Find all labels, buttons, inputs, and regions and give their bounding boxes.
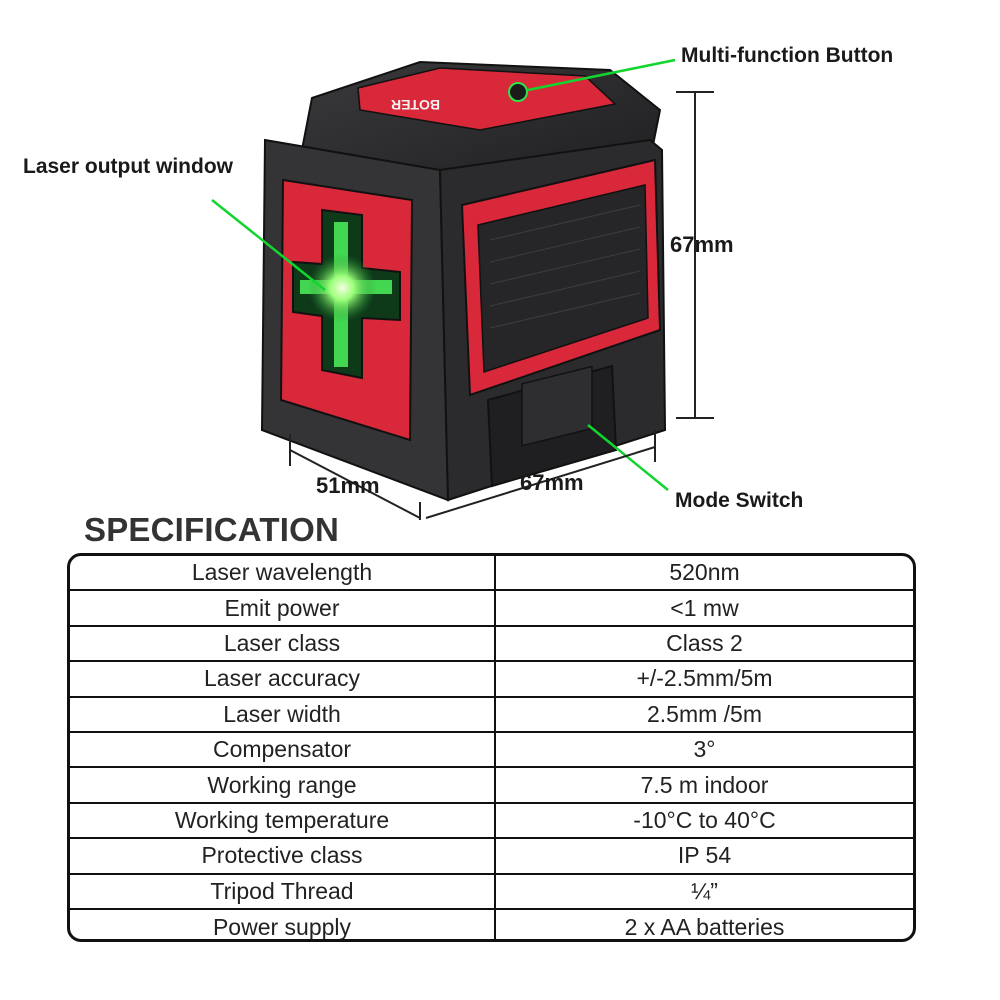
spec-label: Protective class	[70, 839, 496, 873]
height-dimension-label: 67mm	[670, 232, 734, 257]
spec-value: <1 mw	[670, 594, 739, 621]
spec-row: Laser class Class 2	[70, 626, 913, 663]
spec-row: Laser width 2.5mm /5m	[70, 697, 913, 733]
spec-label: Tripod Thread	[70, 874, 496, 908]
spec-row: Laser accuracy +/-2.5mm/5m	[70, 662, 913, 698]
svg-text:BOTER: BOTER	[391, 97, 440, 113]
spec-row: Laser wavelength 520nm	[70, 556, 913, 592]
width-dimension-label: 67mm	[520, 470, 584, 495]
spec-value: -10°C to 40°C	[633, 806, 776, 833]
spec-row: Power supply 2 x AA batteries	[70, 909, 913, 941]
spec-value: 2 x AA batteries	[624, 914, 785, 941]
spec-value: ¼”	[691, 877, 718, 904]
spec-value: 3°	[693, 736, 716, 763]
spec-value: 520nm	[669, 559, 740, 586]
laser-output-window-label: Laser output window	[23, 155, 233, 178]
multi-function-button-label: Multi-function Button	[681, 44, 894, 67]
laser-level-illustration: BOTER	[211, 58, 714, 520]
spec-label: Laser wavelength	[70, 556, 496, 590]
depth-dimension-label: 51mm	[316, 473, 380, 498]
spec-row: Compensator 3°	[70, 732, 913, 769]
spec-value: +/-2.5mm/5m	[636, 665, 773, 692]
spec-value: Class 2	[666, 629, 743, 656]
spec-row: Working temperature -10°C to 40°C	[70, 803, 913, 840]
specification-table: Laser wavelength 520nm Emit power <1 mw …	[67, 553, 916, 942]
spec-label: Laser accuracy	[70, 662, 496, 696]
spec-label: Power supply	[70, 909, 496, 939]
spec-label: Working range	[70, 768, 496, 802]
spec-row: Emit power <1 mw	[70, 591, 913, 627]
spec-label: Laser class	[70, 626, 496, 661]
spec-value: IP 54	[677, 842, 732, 869]
spec-value: 7.5 m indoor	[640, 771, 769, 798]
spec-row: Tripod Thread ¼”	[70, 874, 913, 910]
spec-label: Compensator	[70, 732, 496, 767]
specification-title: SPECIFICATION	[84, 511, 339, 548]
mode-switch-label: Mode Switch	[675, 489, 804, 512]
spec-value: 2.5mm /5m	[646, 700, 763, 727]
spec-row: Protective class IP 54	[70, 839, 913, 875]
spec-label: Emit power	[70, 591, 496, 625]
spec-label: Working temperature	[70, 803, 496, 838]
spec-label: Laser width	[70, 697, 496, 731]
spec-row: Working range 7.5 m indoor	[70, 768, 913, 804]
